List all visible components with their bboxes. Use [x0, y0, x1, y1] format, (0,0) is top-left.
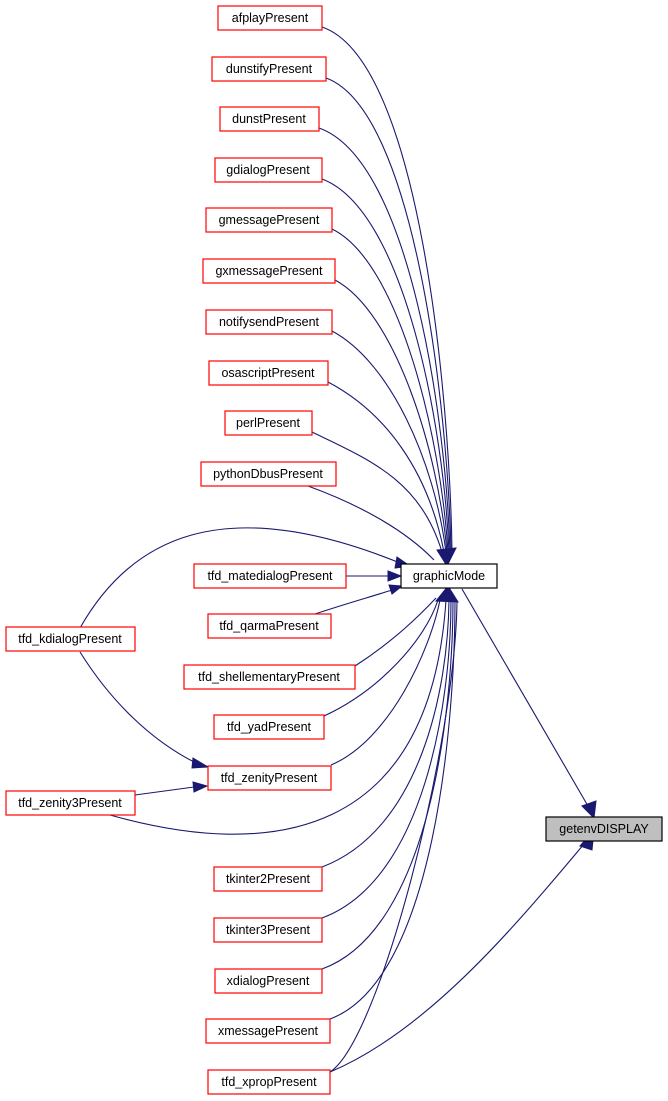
node-dunst-present[interactable]: dunstPresent: [219, 106, 320, 132]
node-afplay-present[interactable]: afplayPresent: [217, 5, 323, 31]
edge-shellementary-to-graphicmode: [354, 597, 437, 667]
node-label: notifysendPresent: [219, 315, 320, 329]
node-label: gxmessagePresent: [215, 264, 323, 278]
node-label: dunstifyPresent: [226, 62, 313, 76]
arrowhead-getenvdisplay-top: [581, 800, 597, 820]
node-label: graphicMode: [413, 569, 485, 583]
edge-dunstify-to-graphicmode: [325, 77, 452, 553]
arrowhead-graphicmode-qarma: [388, 584, 404, 595]
edge-graphicmode-to-getenvdisplay: [461, 588, 589, 807]
edge-zenity-to-graphicmode: [330, 599, 441, 766]
node-label: tfd_zenityPresent: [221, 771, 318, 785]
node-label: xmessagePresent: [218, 1024, 319, 1038]
node-label: tfd_yadPresent: [227, 720, 312, 734]
node-tfd-zenity3-present[interactable]: tfd_zenity3Present: [5, 790, 136, 816]
edges: [79, 26, 589, 1073]
node-label: tfd_shellementaryPresent: [198, 670, 340, 684]
node-tkinter3-present[interactable]: tkinter3Present: [213, 917, 323, 943]
node-tfd-yad-present[interactable]: tfd_yadPresent: [213, 714, 325, 740]
edge-dunst-to-graphicmode: [318, 127, 451, 553]
node-getenv-display[interactable]: getenvDISPLAY: [545, 816, 663, 842]
node-label: afplayPresent: [232, 11, 309, 25]
node-tfd-zenity-present[interactable]: tfd_zenityPresent: [207, 765, 332, 791]
edge-notifysend-to-graphicmode: [331, 330, 447, 553]
arrowhead-graphicmode-bottom: [434, 585, 459, 603]
arrowhead-zenity-from-kdialog: [191, 757, 210, 769]
node-label: tfd_zenity3Present: [18, 796, 122, 810]
node-gdialog-present[interactable]: gdialogPresent: [214, 157, 323, 183]
node-label: tfd_kdialogPresent: [18, 632, 122, 646]
arrowheads: [191, 547, 597, 851]
node-tkinter2-present[interactable]: tkinter2Present: [213, 866, 323, 892]
node-label: tfd_matedialogPresent: [207, 569, 333, 583]
node-label: getenvDISPLAY: [559, 822, 649, 836]
edge-osascript-to-graphicmode: [327, 381, 445, 553]
node-label: xdialogPresent: [227, 974, 310, 988]
node-label: gmessagePresent: [219, 213, 320, 227]
node-label: tkinter3Present: [226, 923, 311, 937]
edge-gxmessage-to-graphicmode: [334, 279, 448, 553]
edge-kdialog-to-graphicmode: [79, 527, 401, 629]
node-label: pythonDbusPresent: [213, 467, 323, 481]
edge-kdialog-to-zenity: [79, 651, 197, 764]
node-gmessage-present[interactable]: gmessagePresent: [205, 207, 333, 233]
node-label: dunstPresent: [232, 112, 306, 126]
edge-yad-to-graphicmode: [323, 599, 439, 717]
edge-zenity3-to-graphicmode: [109, 599, 447, 835]
node-graphic-mode[interactable]: graphicMode: [400, 563, 498, 589]
node-tfd-matedialog-present[interactable]: tfd_matedialogPresent: [193, 563, 347, 589]
edge-tkinter3-to-graphicmode: [321, 599, 452, 919]
edge-gdialog-to-graphicmode: [321, 178, 450, 553]
edge-afplay-to-graphicmode: [321, 26, 453, 553]
node-label: gdialogPresent: [226, 163, 310, 177]
node-tfd-kdialog-present[interactable]: tfd_kdialogPresent: [5, 626, 136, 652]
node-pythondbus-present[interactable]: pythonDbusPresent: [200, 461, 337, 487]
arrowhead-graphicmode-top: [436, 547, 457, 568]
node-gxmessage-present[interactable]: gxmessagePresent: [202, 258, 336, 284]
node-xmessage-present[interactable]: xmessagePresent: [205, 1018, 331, 1044]
node-tfd-xprop-present[interactable]: tfd_xpropPresent: [207, 1069, 331, 1095]
node-dunstify-present[interactable]: dunstifyPresent: [211, 56, 327, 82]
node-label: tkinter2Present: [226, 872, 311, 886]
node-notifysend-present[interactable]: notifysendPresent: [205, 309, 333, 335]
edge-tkinter2-to-graphicmode: [321, 599, 450, 868]
node-tfd-qarma-present[interactable]: tfd_qarmaPresent: [207, 613, 332, 639]
edge-perl-to-graphicmode: [311, 431, 443, 553]
edge-pythondbus-to-graphicmode: [307, 485, 435, 561]
node-xdialog-present[interactable]: xdialogPresent: [214, 968, 323, 994]
edge-qarma-to-graphicmode: [314, 589, 393, 615]
node-label: osascriptPresent: [221, 366, 315, 380]
arrowhead-graphicmode-left: [387, 570, 403, 582]
edge-xprop-to-graphicmode: [329, 599, 458, 1073]
node-label: perlPresent: [236, 416, 300, 430]
node-tfd-shellementary-present[interactable]: tfd_shellementaryPresent: [183, 664, 356, 690]
edge-zenity3-to-zenity: [134, 786, 195, 796]
node-label: tfd_xpropPresent: [221, 1075, 317, 1089]
arrowhead-zenity-from-zenity3: [192, 781, 209, 793]
node-label: tfd_qarmaPresent: [219, 619, 319, 633]
node-perl-present[interactable]: perlPresent: [224, 410, 313, 436]
node-osascript-present[interactable]: osascriptPresent: [208, 360, 329, 386]
edge-xprop-to-getenvdisplay: [329, 843, 585, 1073]
edge-gmessage-to-graphicmode: [331, 228, 449, 553]
